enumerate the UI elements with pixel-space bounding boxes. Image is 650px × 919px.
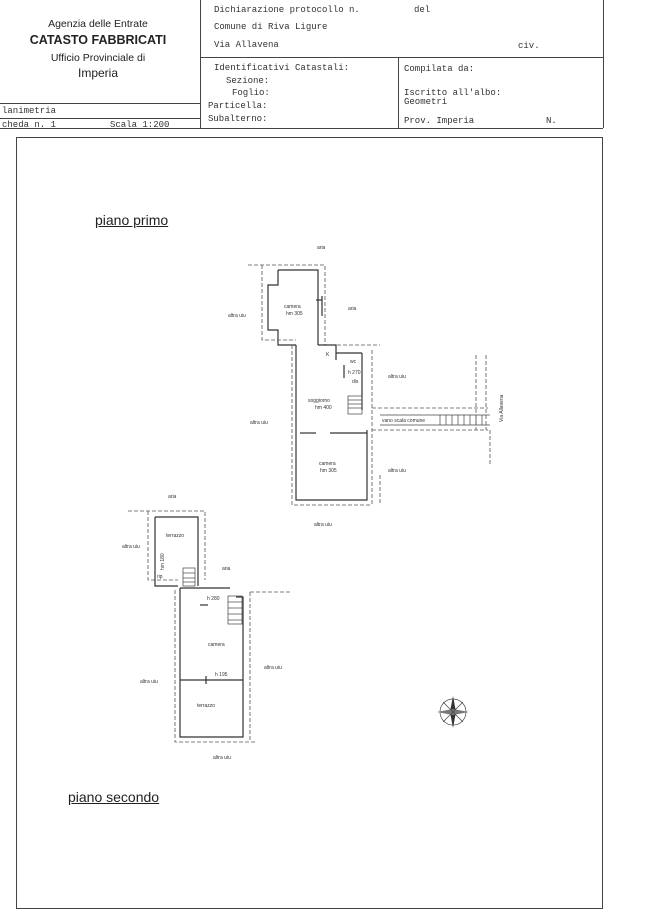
label-altra-uiu: altra uiu [250,420,268,426]
ufficio-label: Ufficio Provinciale di [50,52,146,64]
label-height: hm 305 [320,468,337,474]
scale-label: Scala 1:200 [110,120,170,130]
label-camera: camera [208,642,225,648]
label-altra-uiu: altra uiu [122,544,140,550]
identifiers-title: Identificativi Catastali: [214,63,350,73]
iscritto-label: Iscritto all'albo: [404,88,502,98]
compilata-label: Compilata da: [404,64,475,74]
label-altra-uiu: altra uiu [388,374,406,380]
protocol-date-label: del [414,5,431,15]
floor2-plan [128,510,290,743]
floor1-title: piano primo [95,212,169,228]
agency-name: Agenzia delle Entrate [48,18,148,30]
header-divider [200,0,201,128]
label-altra-uiu: altra uiu [228,313,246,319]
label-aria-mid: aria [222,566,231,572]
left-box-top [0,103,200,104]
label-aria-right: aria [348,306,357,312]
subalterno-label: Subalterno: [208,114,268,124]
label-ripostiglio: rip [157,574,163,580]
number-label: N. [546,116,557,126]
floor1-plan [248,264,491,506]
civic-label: civ. [518,41,540,51]
via-label: Via Allavena [214,40,279,50]
label-aria-top: aria [168,494,177,500]
label-altra-uiu: altra uiu [264,665,282,671]
label-height: h 195 [215,672,228,678]
document-type: lanimetria [2,106,57,116]
label-street: Via Allavena [499,394,505,422]
drawing-frame [16,137,603,909]
geometri-label: Geometri [404,97,448,107]
comune-label: Comune di Riva Ligure [214,22,328,32]
label-soggiorno: soggiorno [308,398,330,404]
label-height: hm 400 [315,405,332,411]
foglio-label: Foglio: [232,88,270,98]
label-aria-top: aria [317,245,326,251]
label-wc: wc [350,359,357,365]
floor2-title: piano secondo [68,789,160,805]
particella-label: Particella: [208,101,268,111]
label-disimpegno: dis [352,379,359,385]
province-label: Prov. Imperia [404,116,475,126]
label-camera: camera [319,461,336,467]
north-arrow-icon [437,696,469,728]
left-box-mid [0,118,200,119]
left-box-bottom [0,128,200,129]
label-altra-uiu: altra uiu [314,522,332,528]
label-altra-uiu: altra uiu [140,679,158,685]
label-altra-uiu: altra uiu [213,755,231,761]
label-height: h 280 [207,596,220,602]
header-right-border [603,0,604,128]
label-terrazzo: terrazzo [166,533,185,539]
label-height: h 270 [348,370,361,376]
header-row-divider [200,57,603,58]
label-kitchen: K [326,352,330,358]
protocol-label: Dichiarazione protocollo n. [214,5,360,15]
sezione-label: Sezione: [226,76,270,86]
provincia-label: Imperia [77,66,118,80]
header-bottom [200,128,603,129]
label-altra-uiu: altra uiu [388,468,406,474]
label-height: hm 180 [160,553,166,570]
label-terrazzo: terrazzo [197,703,216,709]
label-vano-scala: vano scala comune [382,418,426,424]
header-col-divider [398,57,399,128]
scheda-number: cheda n. 1 [2,120,57,130]
label-height: hm 305 [286,311,303,317]
label-camera: camera [284,304,301,310]
catasto-title: CATASTO FABBRICATI [29,33,167,47]
